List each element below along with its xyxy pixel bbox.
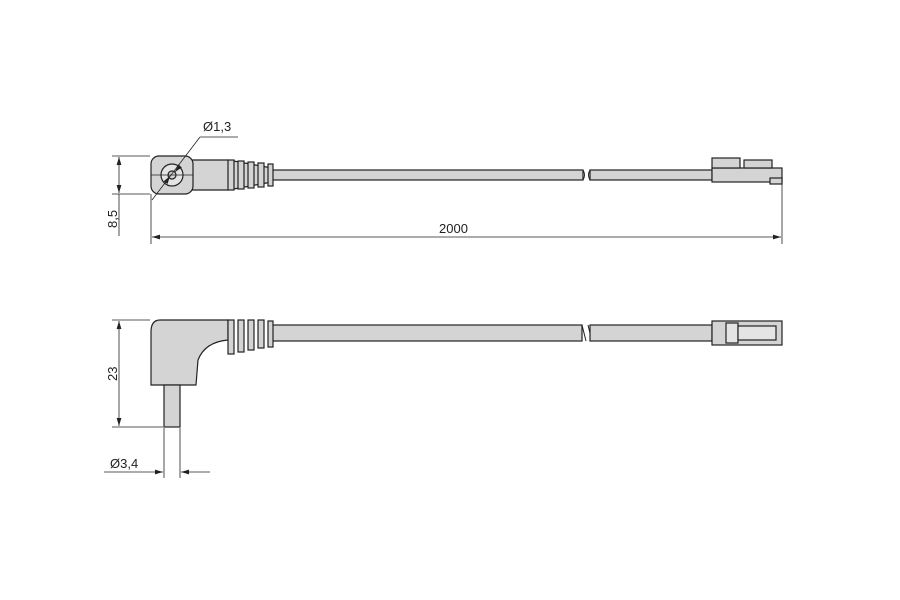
top-cable-right [589,169,713,181]
side-cable-right [589,324,713,342]
top-view: Ø1,3 8,5 2000 [105,119,783,244]
top-cable-break [582,169,591,181]
dim-cable-length: 2000 [439,221,468,236]
side-cable-left [269,324,583,342]
dim-height-top: 8,5 [105,210,120,228]
side-plug-pin [163,384,181,428]
top-connector [711,157,783,185]
side-connector [711,320,783,346]
side-view: 23 Ø3,4 [104,319,783,478]
dim-plug-diameter: Ø3,4 [110,456,138,471]
top-cable-left [269,169,584,181]
side-elbow-body [150,319,229,386]
side-strain-ribs [227,319,274,355]
dim-height-side: 23 [105,367,120,381]
top-strain-ribs [227,159,274,191]
dim-pin-diameter: Ø1,3 [203,119,231,134]
